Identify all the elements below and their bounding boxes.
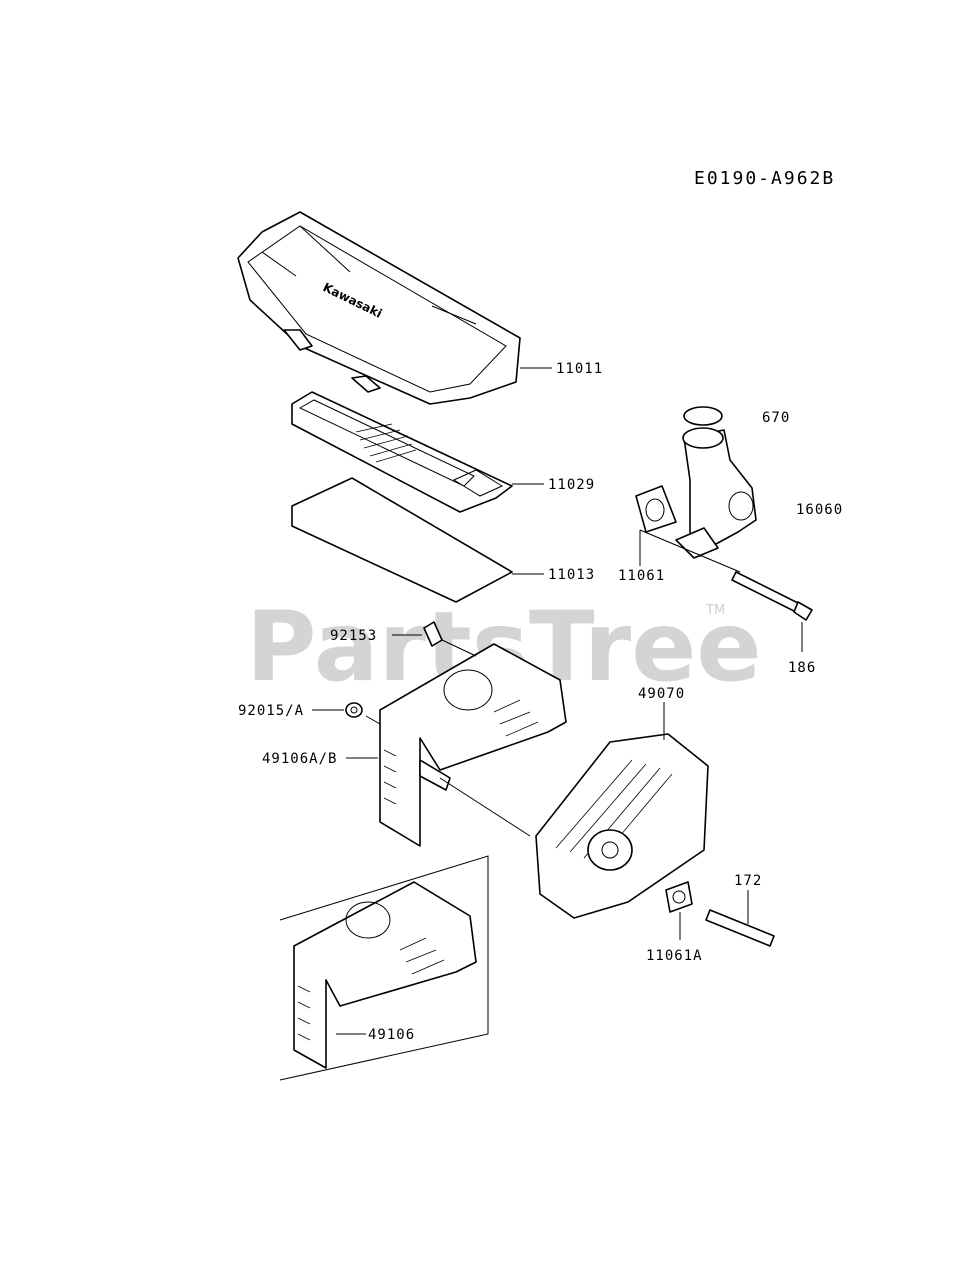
muffler-cover-ab[interactable] — [379, 643, 567, 847]
label-49106ab: 49106A/B — [262, 751, 337, 767]
label-11029: 11029 — [548, 477, 595, 493]
label-172: 172 — [734, 873, 762, 889]
label-92015a: 92015/A — [238, 703, 304, 719]
label-670: 670 — [762, 410, 790, 426]
intake-gasket[interactable] — [635, 485, 677, 533]
intake-elbow[interactable] — [675, 427, 757, 559]
label-49106: 49106 — [368, 1027, 415, 1043]
label-11013: 11013 — [548, 567, 595, 583]
label-16060: 16060 — [796, 502, 843, 518]
label-186: 186 — [788, 660, 816, 676]
pre-filter[interactable] — [291, 477, 513, 603]
label-49070: 49070 — [638, 686, 685, 702]
muffler-gasket[interactable] — [665, 881, 693, 913]
label-92153: 92153 — [330, 628, 377, 644]
bolt-172[interactable] — [705, 909, 775, 947]
air-cleaner-cover[interactable]: Kawasaki — [237, 211, 521, 405]
bolt-186[interactable] — [639, 529, 813, 621]
diagram-code: E0190-A962B — [694, 168, 835, 189]
muffler-cover-alt[interactable] — [293, 881, 477, 1069]
alt-cover-inset-frame — [279, 855, 489, 1081]
nut-92015a[interactable] — [345, 702, 363, 718]
air-filter-element[interactable] — [291, 391, 513, 513]
o-ring[interactable] — [683, 406, 723, 426]
label-11011: 11011 — [556, 361, 603, 377]
muffler[interactable] — [535, 733, 709, 919]
label-11061a: 11061A — [646, 948, 703, 964]
watermark-tm: TM — [705, 603, 725, 618]
label-11061: 11061 — [618, 568, 665, 584]
